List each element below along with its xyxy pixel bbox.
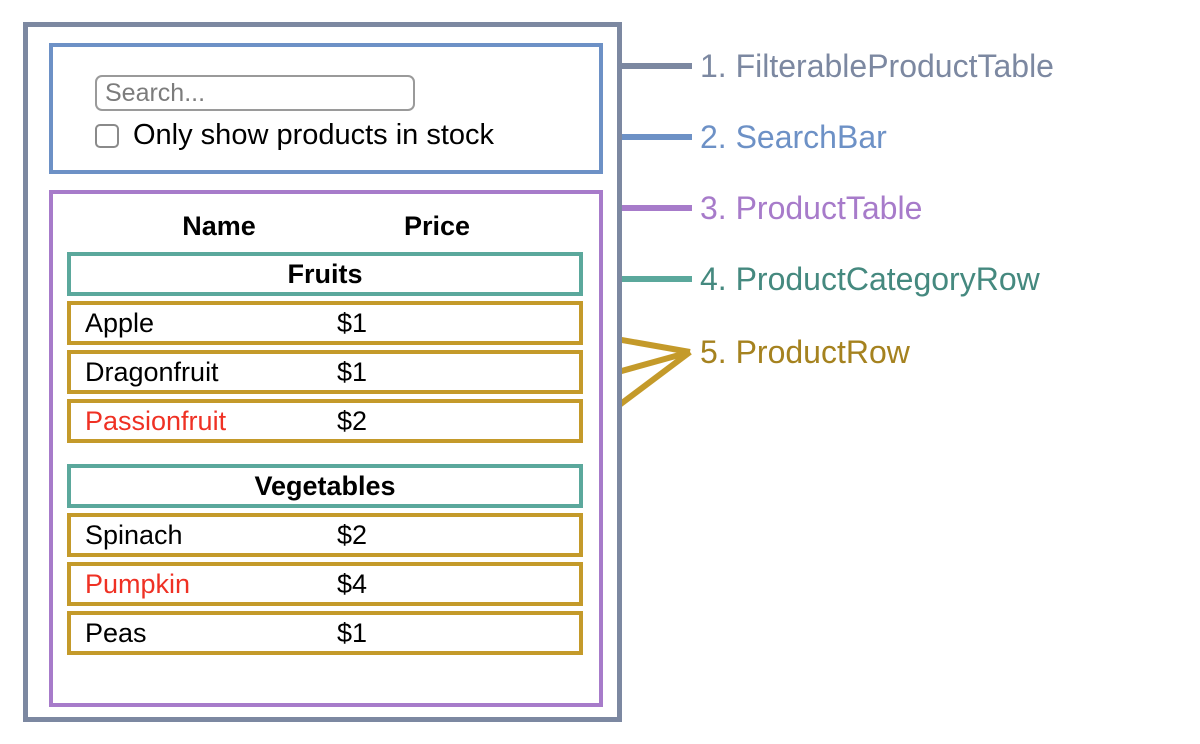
product-name: Spinach xyxy=(85,519,183,550)
product-row: Peas $1 xyxy=(67,611,583,655)
product-row: Dragonfruit $1 xyxy=(67,350,583,394)
legend-label-product-category-row: 4. ProductCategoryRow xyxy=(700,263,1040,295)
table-header: Name Price xyxy=(53,204,599,248)
search-input[interactable] xyxy=(95,75,415,111)
product-name: Passionfruit xyxy=(85,405,227,436)
product-category-row: Fruits xyxy=(67,252,583,296)
legend-label-filterable-product-table: 1. FilterableProductTable xyxy=(700,50,1054,82)
legend-number: 3. xyxy=(700,190,727,226)
product-name: Dragonfruit xyxy=(85,356,219,387)
section-spacer xyxy=(67,448,583,464)
product-row: Pumpkin $4 xyxy=(67,562,583,606)
product-price: $2 xyxy=(337,405,368,436)
legend-number: 5. xyxy=(700,334,727,370)
product-row: Apple $1 xyxy=(67,301,583,345)
product-price: $4 xyxy=(337,568,368,599)
search-bar: Only show products in stock xyxy=(49,43,603,174)
legend-label-product-table: 3. ProductTable xyxy=(700,192,922,224)
product-table: Name Price Fruits Apple $1 Dragonfruit $… xyxy=(49,190,603,707)
product-price: $2 xyxy=(337,519,368,550)
product-category-label: Fruits xyxy=(287,258,363,289)
product-name: Pumpkin xyxy=(85,568,191,599)
legend-name: ProductRow xyxy=(735,334,910,370)
legend-name: SearchBar xyxy=(735,119,887,155)
stock-filter-label: Only show products in stock xyxy=(133,119,495,151)
product-row: Spinach $2 xyxy=(67,513,583,557)
legend-name: FilterableProductTable xyxy=(735,48,1054,84)
legend-number: 2. xyxy=(700,119,727,155)
column-header-price: Price xyxy=(403,210,471,241)
legend-name: ProductCategoryRow xyxy=(735,261,1040,297)
legend-label-product-row: 5. ProductRow xyxy=(700,336,910,368)
product-category-row: Vegetables xyxy=(67,464,583,508)
product-name: Peas xyxy=(85,617,147,648)
legend-number: 1. xyxy=(700,48,727,84)
legend-label-search-bar: 2. SearchBar xyxy=(700,121,887,153)
stock-filter-checkbox-row[interactable]: Only show products in stock xyxy=(95,121,494,150)
product-name: Apple xyxy=(85,307,155,338)
product-price: $1 xyxy=(337,356,368,387)
product-row: Passionfruit $2 xyxy=(67,399,583,443)
product-price: $1 xyxy=(337,307,368,338)
legend-number: 4. xyxy=(700,261,727,297)
product-table-rows: Fruits Apple $1 Dragonfruit $1 Passionfr… xyxy=(67,252,583,660)
checkbox-unchecked-icon[interactable] xyxy=(95,123,119,148)
column-header-name: Name xyxy=(182,210,256,241)
legend-name: ProductTable xyxy=(735,190,923,226)
product-category-label: Vegetables xyxy=(254,470,396,501)
product-price: $1 xyxy=(337,617,368,648)
filterable-product-table: Only show products in stock Name Price F… xyxy=(23,22,622,722)
